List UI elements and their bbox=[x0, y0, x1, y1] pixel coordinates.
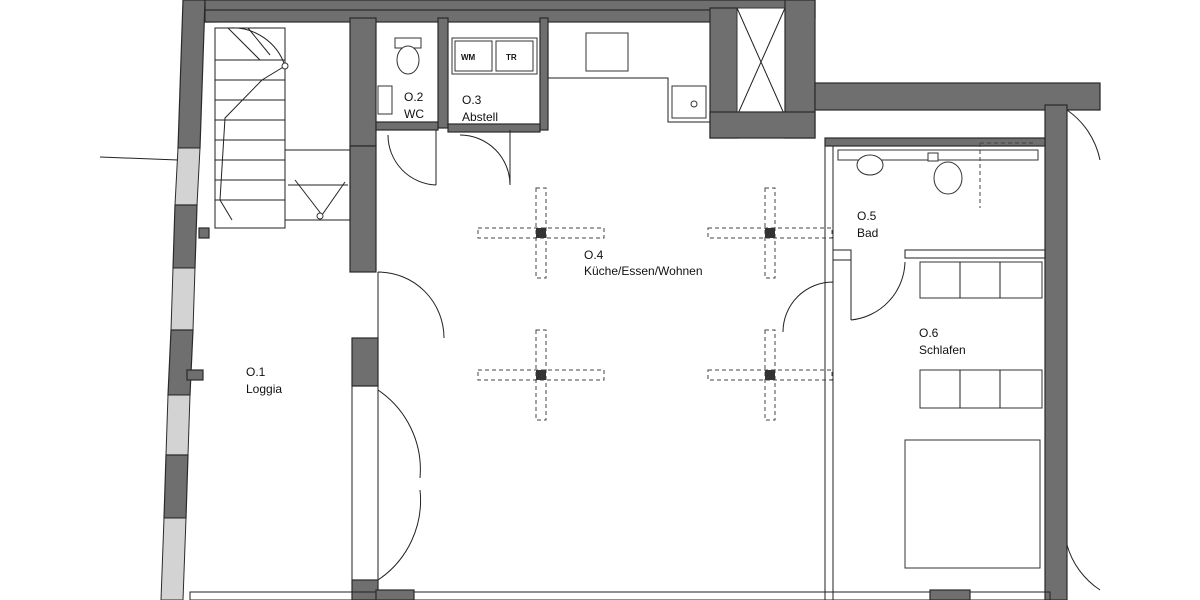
wall-left-upper bbox=[177, 0, 206, 149]
dryer-label: TR bbox=[506, 53, 517, 62]
room-name-abstell: Abstell bbox=[462, 110, 498, 124]
bed bbox=[904, 439, 1041, 569]
bedroom-furniture bbox=[904, 261, 1043, 569]
wall-stair-right bbox=[349, 17, 377, 147]
stove bbox=[585, 32, 629, 72]
bedroom-door bbox=[850, 260, 906, 321]
room-id-wc: O.2 bbox=[404, 90, 424, 104]
wall-abstell-right bbox=[539, 17, 549, 131]
window-left-4 bbox=[160, 517, 187, 600]
beam-cross-2 bbox=[707, 187, 833, 279]
room-id-bad: O.5 bbox=[857, 209, 877, 223]
staircase bbox=[99, 27, 351, 229]
wall-abstell-bottom bbox=[447, 123, 541, 133]
room-id-wohnen: O.4 bbox=[584, 248, 604, 262]
wall-loggia-pillar bbox=[351, 337, 379, 387]
wall-stub-left2 bbox=[186, 369, 204, 381]
bathroom-fixtures bbox=[837, 142, 1039, 208]
wc-fixtures bbox=[377, 37, 422, 115]
room-id-abstell: O.3 bbox=[462, 93, 482, 107]
wall-top-strip bbox=[204, 9, 736, 23]
wall-left-mid2 bbox=[167, 329, 194, 396]
wc-door bbox=[387, 130, 437, 186]
exterior-right-door bbox=[1066, 109, 1101, 591]
window-left-1 bbox=[174, 147, 201, 206]
wall-stair-right-lower bbox=[349, 145, 377, 273]
wall-wc-abstell bbox=[437, 17, 449, 129]
wall-left-lower bbox=[163, 454, 189, 519]
room-id-loggia: O.1 bbox=[246, 365, 266, 379]
bath-door bbox=[782, 281, 834, 333]
room-id-schlafen: O.6 bbox=[919, 326, 939, 340]
walls bbox=[160, 0, 1101, 600]
room-labels: O.1 Loggia O.2 WC O.3 Abstell O.4 Küche/… bbox=[246, 90, 966, 396]
dryer bbox=[495, 40, 534, 72]
doors bbox=[377, 109, 1101, 591]
loggia-door-lower-a bbox=[377, 389, 421, 485]
loggia-door-lower-b bbox=[377, 485, 422, 581]
washer-label: WM bbox=[461, 53, 476, 62]
toilet-bowl bbox=[396, 45, 420, 75]
wc-sink bbox=[377, 85, 393, 115]
wall-stub-left1 bbox=[198, 227, 210, 239]
beam-cross-3 bbox=[477, 329, 605, 421]
window-left-3 bbox=[165, 394, 191, 456]
wall-left-mid1 bbox=[172, 204, 198, 269]
room-name-schlafen: Schlafen bbox=[919, 343, 966, 357]
wall-bottom-seg1 bbox=[375, 589, 415, 600]
room-name-loggia: Loggia bbox=[246, 382, 282, 396]
laundry: WM TR bbox=[451, 37, 538, 75]
wall-right-upper bbox=[1044, 104, 1068, 600]
wall-bottom-seg2 bbox=[929, 589, 971, 600]
bath-sink bbox=[933, 161, 963, 195]
beam-cross-1 bbox=[477, 187, 605, 279]
window-left-2 bbox=[170, 267, 196, 331]
washer bbox=[454, 40, 493, 72]
wall-loggia-bottom bbox=[351, 579, 379, 600]
bath-toilet bbox=[856, 154, 884, 176]
beam-cross-4 bbox=[707, 329, 833, 421]
wardrobe-upper bbox=[919, 261, 1043, 299]
room-name-bad: Bad bbox=[857, 226, 878, 240]
abstell-door bbox=[459, 130, 511, 186]
wardrobe-lower bbox=[919, 369, 1043, 409]
loggia-door-upper bbox=[377, 271, 445, 339]
wall-bath-top bbox=[824, 137, 1046, 147]
room-name-wohnen: Küche/Essen/Wohnen bbox=[584, 264, 703, 278]
room-name-wc: WC bbox=[404, 107, 424, 121]
ceiling-beams bbox=[477, 187, 833, 421]
kitchen-counter bbox=[547, 32, 710, 123]
kitchen-sink bbox=[671, 85, 707, 119]
wall-wc-bottom bbox=[375, 121, 439, 131]
wall-shaft-bottom bbox=[709, 111, 816, 139]
